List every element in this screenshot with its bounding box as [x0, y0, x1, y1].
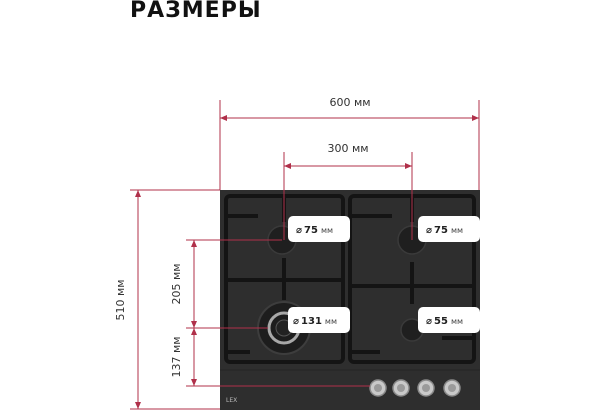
knob-4[interactable] — [443, 379, 461, 397]
width-total-label: 600 мм — [329, 96, 370, 109]
brand-logo: LEX — [226, 397, 237, 404]
dimension-arrows — [135, 115, 479, 409]
knobs — [369, 379, 461, 397]
height-lower-label: 137 мм — [170, 336, 183, 377]
page-title: РАЗМЕРЫ — [130, 0, 262, 23]
knob-3[interactable] — [417, 379, 435, 397]
width-burners-label: 300 мм — [327, 142, 368, 155]
height-total-label: 510 мм — [114, 279, 127, 320]
knob-2[interactable] — [392, 379, 410, 397]
svg-text:LEX: LEX — [226, 397, 237, 404]
dimension-lines — [130, 100, 480, 410]
height-upper-label: 205 мм — [170, 263, 183, 304]
knob-1[interactable] — [369, 379, 387, 397]
